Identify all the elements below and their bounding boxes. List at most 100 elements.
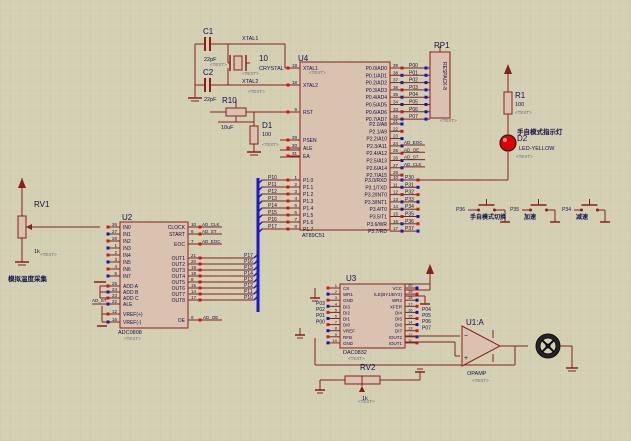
u3-pin-num-left: 7 — [335, 320, 338, 325]
u4-pin-num-right: 36 — [393, 85, 399, 90]
u2-pin-num-left: 28 — [112, 236, 118, 241]
u3-in-label-left: P02 — [316, 307, 325, 313]
pin-marker — [415, 317, 419, 320]
r1-d2-section — [415, 80, 513, 181]
u4-pin-num-left: 4 — [294, 196, 297, 201]
u4-p0-label: P06 — [409, 107, 418, 113]
u3-name: DAC0832 — [343, 350, 367, 356]
u2-bus-label: P17 — [244, 253, 253, 259]
u4-pin-name-right: P0.5/AD5 — [366, 103, 388, 109]
u4-pin-name-right: P0.4/AD4 — [366, 95, 388, 101]
u2-bus-label: P13 — [244, 277, 253, 283]
u4-p2-label: AD_ST — [404, 155, 419, 160]
text-placeholder: <TEXT> — [515, 110, 532, 115]
pin-marker — [424, 110, 428, 114]
pin-marker — [416, 185, 420, 189]
button-net-label: P36 — [456, 207, 465, 213]
u3-pin-num-right: 16 — [408, 307, 413, 312]
u3-body — [339, 283, 406, 349]
u1-opamp[interactable] — [461, 325, 528, 367]
u4-pin-num-right: 39 — [393, 63, 399, 68]
u3-chip[interactable]: CS1WR12GND3DI34DI25DI16DI07VREF8RFB9GND1… — [316, 283, 431, 349]
pin-marker — [415, 329, 419, 333]
rv2-potentiometer[interactable] — [344, 375, 381, 386]
u4-body — [299, 61, 391, 231]
u4-pin-name-right: P0.0/AD0 — [366, 66, 388, 72]
u3-pin-num-left: 1 — [335, 283, 338, 288]
u4-pin-name-right: P0.6/AD6 — [366, 110, 388, 116]
u4-pin-name-left: P1.4 — [303, 206, 314, 212]
u2-pin-num-left: 16 — [112, 317, 118, 322]
u4-p1-label: P17 — [268, 224, 277, 230]
u4-pin-num-left: 6 — [294, 210, 297, 215]
u3-pin-name-left: WR1 — [343, 292, 353, 297]
u2-bus-label: P15 — [244, 265, 253, 271]
d2-ref: D2 — [517, 134, 528, 143]
pin-marker — [106, 253, 110, 257]
u3-pin-name-left: DI0 — [343, 323, 351, 328]
u2-bus-label: P16 — [244, 259, 253, 265]
motor[interactable] — [535, 333, 572, 359]
u4-pin-name-right: P2.5/A13 — [366, 159, 387, 165]
u4-pin-num-left: 1 — [294, 175, 297, 180]
rp1-ref: RP1 — [434, 41, 450, 50]
pin-marker — [415, 286, 419, 290]
pin-marker — [400, 144, 404, 148]
u3-pin-name-right: DI7 — [395, 329, 403, 334]
u3-pin-name-right: IOUT2 — [389, 335, 403, 340]
u4-pin-num-right: 16 — [393, 219, 399, 224]
rp1-resistor-pack[interactable] — [429, 46, 451, 119]
pin-marker — [416, 229, 420, 233]
pin-marker — [424, 81, 428, 85]
u1-name: OPAMP — [467, 371, 487, 377]
u4-pin-name-right: P2.3/A11 — [367, 144, 387, 150]
pin-marker — [286, 66, 290, 70]
u4-chip[interactable]: XTAL119XTAL218RST9PSEN29ALE30EA31P1.01P1… — [257, 61, 430, 235]
u4-pin-name-left: P1.5 — [303, 213, 314, 219]
u4-pin-name-left: P1.6 — [303, 220, 314, 226]
u2-pin-name-left: VREF(-) — [123, 320, 142, 326]
c2-value: 22pF — [204, 97, 217, 103]
pin-marker — [106, 267, 110, 271]
u4-pin-num-left: 18 — [292, 80, 298, 85]
rp1-name: RESPACK-8 — [441, 62, 447, 90]
pin-marker — [400, 159, 404, 162]
u2-pin-num-left: 12 — [112, 309, 118, 314]
u2-pin-name-left: ADD A — [123, 284, 139, 290]
r1-ref: R1 — [515, 91, 526, 100]
u3-pin-name-left: VREF — [343, 329, 355, 334]
d2-led[interactable] — [499, 134, 517, 152]
pin-marker — [400, 166, 404, 170]
r10-ref: R10 — [222, 96, 237, 105]
u2-pin-name-left: IN6 — [123, 267, 131, 273]
u4-pin-name-left: PSEN — [303, 138, 317, 144]
xtal-name: CRYSTAL — [259, 66, 284, 72]
u4-p0-label: P03 — [409, 85, 418, 91]
pin-marker — [286, 154, 290, 158]
u4-pin-num-right: 33 — [393, 107, 399, 112]
u4-name: AT89C51 — [302, 233, 325, 239]
u4-pin-num-left: 7 — [294, 217, 297, 222]
u2-bus-label: P14 — [244, 271, 253, 277]
u2-name: ADC0808 — [118, 330, 142, 336]
u4-p3-label: P36 — [405, 219, 414, 225]
u2-pin-name-left: ALE — [123, 302, 133, 308]
rv1-arrow — [18, 178, 26, 188]
u2-pin-name-right: OUT5 — [172, 280, 186, 286]
u3-in-label-left: P01 — [316, 313, 325, 319]
u2-pin-name-right: OUT1 — [172, 256, 186, 262]
pin-marker — [400, 151, 404, 155]
u4-pin-num-left: 8 — [294, 224, 297, 229]
u3-pin-num-left: 9 — [335, 332, 338, 337]
u4-pin-name-right: P0.3/AD3 — [366, 88, 388, 94]
u3-pin-num-right: 12 — [408, 332, 413, 337]
r1-value: 100 — [515, 102, 524, 108]
pin-marker — [106, 260, 110, 264]
pin-marker — [415, 292, 419, 296]
generated-annotations: <TEXT><TEXT><TEXT><TEXT><TEXT><TEXT><TEX… — [40, 62, 533, 404]
u4-p0-label: P01 — [409, 70, 418, 76]
